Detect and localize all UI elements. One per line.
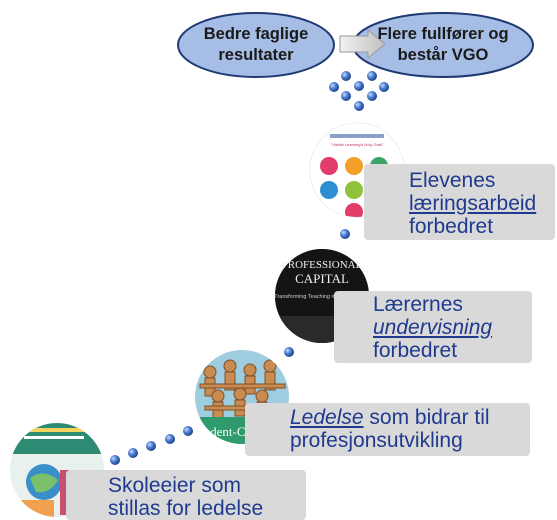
book-title-line1: PROFESSIONAL — [282, 259, 363, 271]
outcome-results-label: Bedre faglige resultater — [203, 25, 309, 64]
connector-dots-step1-step2 — [110, 426, 193, 465]
step-1-line1: Skoleeier som — [108, 474, 242, 497]
step-2-line1-em: Ledelse — [290, 406, 364, 429]
connector-dots-top — [329, 71, 389, 111]
step-2-line1-rest: som bidrar til — [363, 406, 490, 429]
connector-dots-step3-step4 — [340, 229, 350, 239]
outcome-completion-label: Flere fullfører og består VGO — [377, 25, 509, 64]
step-4-line2: læringsarbeid — [409, 192, 537, 215]
step-4-box: Elevenes læringsarbeid forbedret — [364, 164, 555, 240]
arrow-right-icon — [339, 28, 386, 60]
step-3-line1: Lærernes — [373, 293, 463, 316]
step-2-line2: profesjonsutvikling — [290, 429, 463, 452]
outcome-results-ellipse — [177, 12, 335, 78]
book-title-line2: CAPITAL — [295, 271, 349, 286]
step-1-box: Skoleeier som stillas for ledelse — [66, 470, 306, 520]
connector-dots-step2-step3 — [284, 347, 294, 357]
step-4-line1: Elevenes — [409, 169, 496, 192]
book-subtitle: Transforming Teaching in Every School — [274, 294, 369, 300]
step-1-line2: stillas for ledelse — [108, 497, 264, 520]
learning-book-title: "Visible Learning's Holy Grail" — [331, 142, 384, 147]
step-3-line2: undervisning — [373, 316, 493, 339]
step-2-box: Ledelse som bidrar til profesjonsutvikli… — [245, 403, 530, 456]
step-4-line3: forbedret — [409, 215, 494, 238]
step-3-line3: forbedret — [373, 339, 458, 362]
step-3-box: Lærernes undervisning forbedret — [334, 291, 532, 363]
